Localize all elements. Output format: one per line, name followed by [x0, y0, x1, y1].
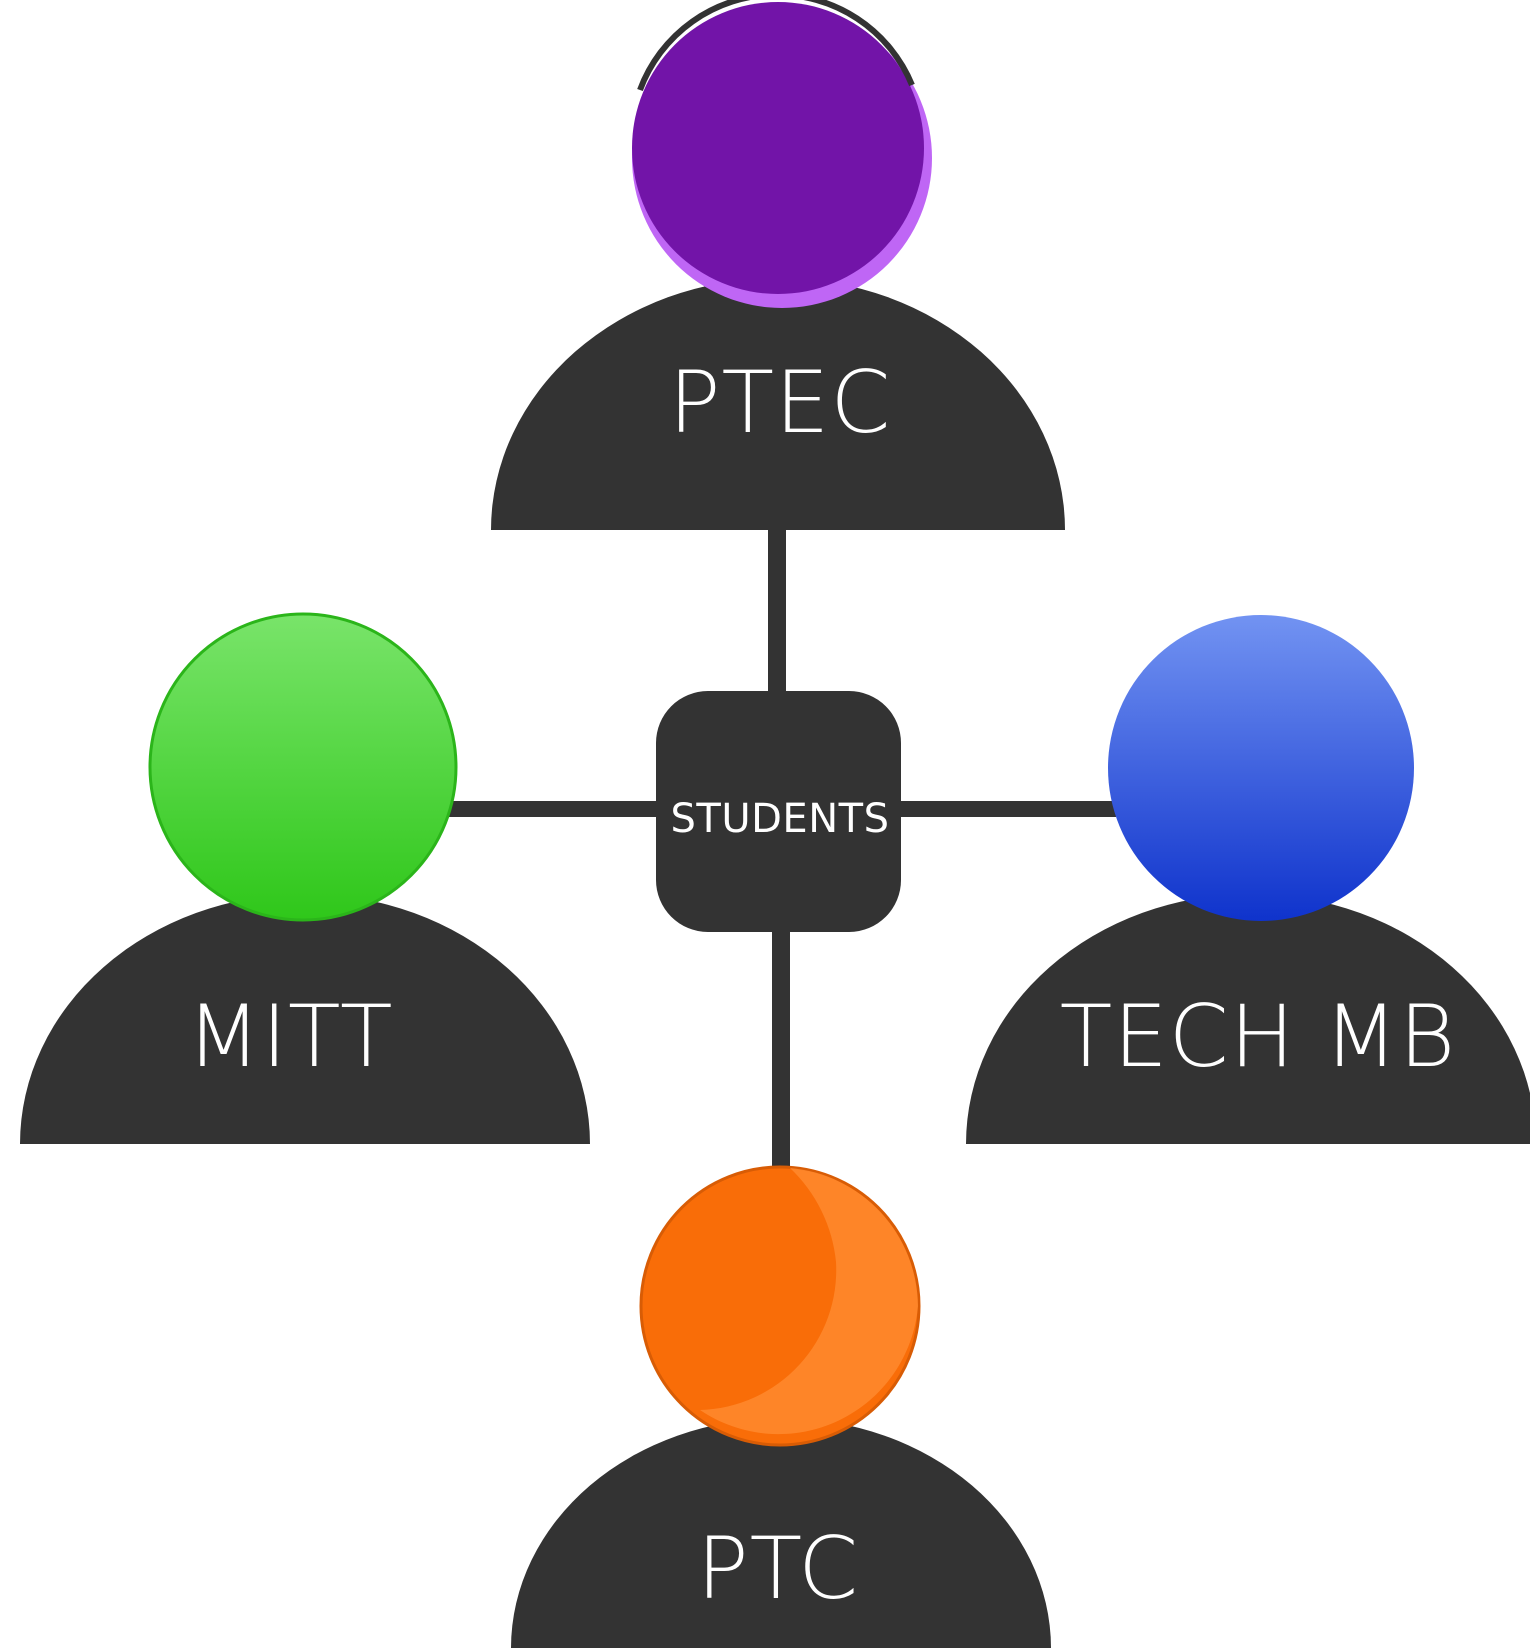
students-hub: STUDENTS: [656, 691, 901, 932]
connector-tech-mb: [896, 801, 1116, 817]
person-body-ptec: [491, 278, 1065, 530]
person-head-ptec: [632, 2, 924, 294]
person-body-tech-mb: [966, 894, 1530, 1144]
person-head-ptc-highlight: [700, 1168, 918, 1435]
students-hub-label: STUDENTS: [671, 796, 890, 842]
person-body-ptc: [511, 1418, 1051, 1648]
person-label-ptec: PTEC: [669, 353, 892, 453]
person-label-ptc: PTC: [697, 1519, 859, 1619]
person-tech-mb: TECH MB: [966, 615, 1530, 1144]
person-ptc: PTC: [511, 1165, 1051, 1648]
person-ptec: PTEC: [491, 0, 1065, 530]
connector-mitt: [440, 801, 660, 817]
connector-ptec: [768, 528, 786, 698]
person-label-tech-mb: TECH MB: [1060, 987, 1456, 1087]
person-mitt: MITT: [20, 612, 590, 1144]
person-label-mitt: MITT: [186, 987, 393, 1087]
person-head-tech-mb: [1108, 615, 1414, 921]
person-body-mitt: [20, 894, 590, 1144]
person-head-ptec-edge: [637, 0, 915, 92]
connectors: [440, 528, 1116, 1170]
students-hub-box: [656, 691, 901, 932]
person-head-mitt: [148, 612, 458, 922]
connector-ptc: [772, 920, 790, 1170]
